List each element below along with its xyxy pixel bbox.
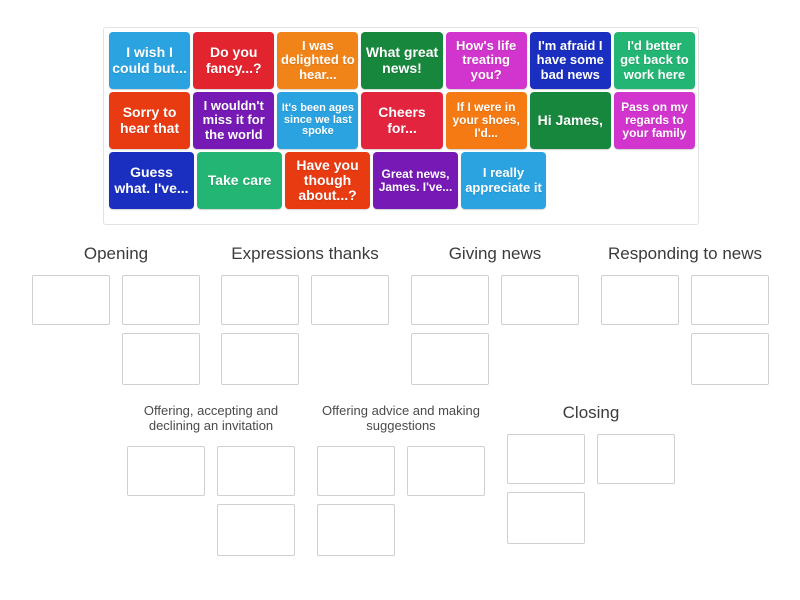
group-title: Responding to news [607,244,763,263]
dropzone[interactable] [221,333,299,386]
dropzone[interactable] [122,333,200,386]
group-title: Giving news [448,244,542,263]
word-tile[interactable]: Cheers for... [361,92,443,149]
dropzone-row [500,492,682,545]
group-title: Offering, accepting and declining an inv… [143,403,279,434]
word-tile[interactable]: Do you fancy...? [193,32,275,89]
word-tile[interactable]: I'd better get back to work here [613,32,695,89]
dropzone-row [594,333,776,386]
group-title: Opening [83,244,149,263]
group-expressions-thanks: Expressions thanks [214,244,396,386]
group-title: Offering advice and making suggestions [321,403,481,434]
dropzone[interactable] [411,333,489,386]
word-tile[interactable]: Pass on my regards to your family [613,92,695,149]
group-opening: Opening [26,244,206,386]
word-tile[interactable]: What great news! [361,32,443,89]
dropzone-row [404,333,586,386]
word-tile[interactable]: If I were in your shoes, I'd... [445,92,527,149]
dropzone-row [26,333,206,386]
group-closing: Closing [500,403,682,545]
dropzone[interactable] [501,275,579,326]
word-tile[interactable]: I was delighted to hear... [277,32,359,89]
dropzone-row [594,275,776,326]
dropzone[interactable] [217,503,295,556]
dropzone[interactable] [597,434,675,485]
word-tile[interactable]: Take care [197,152,282,209]
word-tile[interactable]: How's life treating you? [445,32,527,89]
dropzone[interactable] [311,275,389,326]
word-tile[interactable]: I wouldn't miss it for the world [193,92,275,149]
word-tile[interactable]: Have you though about...? [285,152,370,209]
dropzone[interactable] [122,275,200,326]
dropzone[interactable] [317,445,395,496]
word-tile[interactable]: Guess what. I've... [109,152,194,209]
dropzone[interactable] [601,275,679,326]
dropzone[interactable] [221,275,299,326]
tile-row: I wish I could but...Do you fancy...?I w… [107,32,695,89]
tile-tray: I wish I could but...Do you fancy...?I w… [103,27,699,225]
word-tile[interactable]: Sorry to hear that [109,92,191,149]
dropzone-row [214,333,396,386]
dropzone[interactable] [691,275,769,326]
word-tile[interactable]: Great news, James. I've... [373,152,458,209]
dropzone-row [310,503,492,556]
dropzone[interactable] [691,333,769,386]
dropzone-row [26,275,206,326]
group-title: Closing [562,403,620,422]
word-tile[interactable]: Hi James, [529,92,611,149]
word-tile[interactable]: It's been ages since we last spoke [277,92,359,149]
group-giving-news: Giving news [404,244,586,386]
dropzone-row [500,434,682,485]
word-tile[interactable]: I'm afraid I have some bad news [529,32,611,89]
dropzone[interactable] [217,445,295,496]
group-responding-to-news: Responding to news [594,244,776,386]
dropzone[interactable] [407,445,485,496]
dropzone-row [404,275,586,326]
word-tile[interactable]: I really appreciate it [461,152,546,209]
dropzone-row [214,275,396,326]
dropzone-row [120,503,302,556]
dropzone[interactable] [317,503,395,556]
dropzone-row [310,445,492,496]
dropzone[interactable] [507,492,585,545]
group-offering-invitation: Offering, accepting and declining an inv… [120,403,302,556]
dropzone[interactable] [507,434,585,485]
dropzone-row [120,445,302,496]
group-offering-advice: Offering advice and making suggestions [310,403,492,556]
dropzone[interactable] [411,275,489,326]
dropzone[interactable] [127,445,205,496]
word-tile[interactable]: I wish I could but... [109,32,191,89]
dropzone[interactable] [32,275,110,326]
group-title: Expressions thanks [231,244,379,263]
